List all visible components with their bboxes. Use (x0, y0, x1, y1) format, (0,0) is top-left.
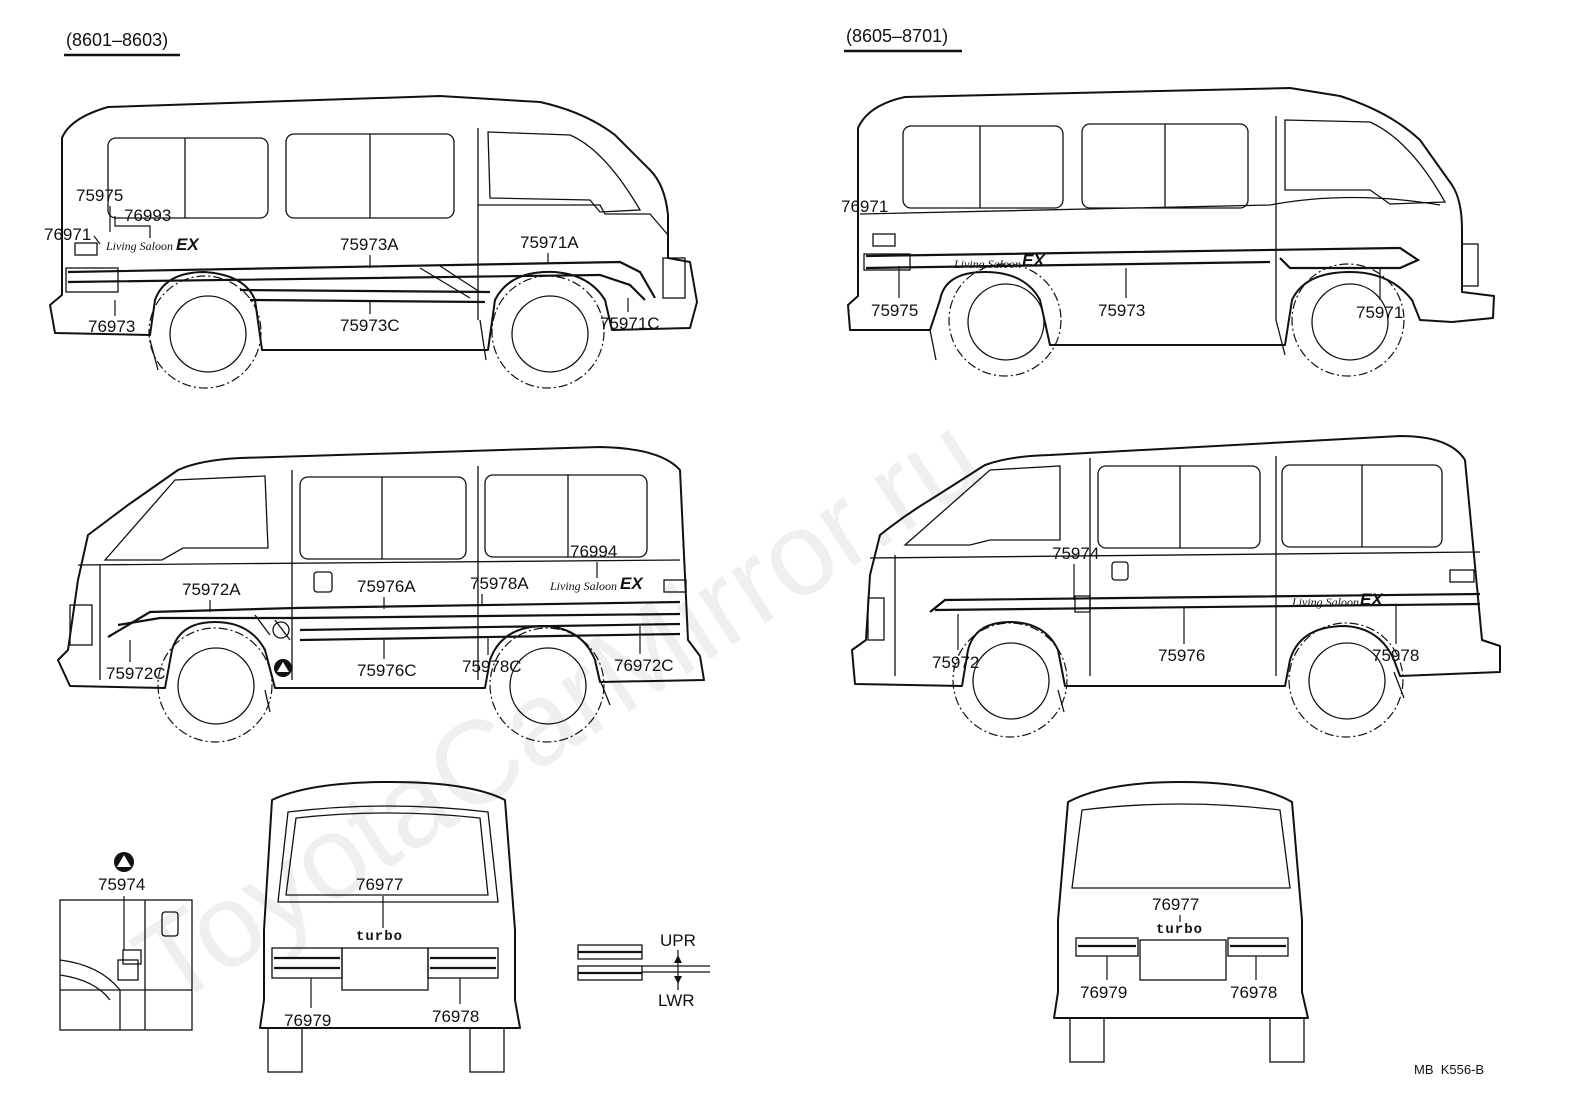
van-d-right-side: Living Saloon EX (851, 435, 1501, 738)
header-left-text: (8601–8603) (66, 30, 168, 50)
callout-76971: 76971 (44, 225, 91, 244)
callout-75978C: 75978C (462, 657, 522, 676)
callout-75976A: 75976A (357, 577, 416, 596)
legend-upr: UPR (660, 931, 696, 950)
callout-76979-rr: 76979 (1080, 983, 1127, 1002)
callout-75973C: 75973C (340, 316, 400, 335)
van-b-callouts: 76971 75975 75973 75971 (841, 197, 1403, 322)
van-b-brand-script: Living Saloon (953, 257, 1021, 271)
callout-75973-b: 75973 (1098, 301, 1145, 320)
van-b-left-side: Living Saloon EX (847, 87, 1495, 377)
callout-76978-rl: 76978 (432, 1007, 479, 1026)
callout-75976C: 75976C (357, 661, 417, 680)
callout-76973: 76973 (88, 317, 135, 336)
callout-75972A: 75972A (182, 580, 241, 599)
callout-75976-d: 75976 (1158, 646, 1205, 665)
van-b-brand-suffix: EX (1022, 251, 1046, 270)
header-right-text: (8605–8701) (846, 26, 948, 46)
van-c-right-side: Living Saloon EX (57, 446, 705, 743)
callout-76993: 76993 (124, 206, 171, 225)
rear-view-left: turbo (259, 781, 521, 1073)
callout-76972C: 76972C (614, 656, 674, 675)
van-c-brand-suffix: EX (620, 574, 644, 593)
callout-75971-b: 75971 (1356, 303, 1403, 322)
rear-right-badge: turbo (1156, 922, 1203, 938)
callout-75978-d: 75978 (1372, 646, 1419, 665)
van-c-callouts: 75972A 75976A 75978A 76994 75972C 75976C… (106, 542, 674, 683)
callout-75971C: 75971C (600, 314, 660, 333)
van-d-brand-suffix: EX (1360, 590, 1384, 609)
callout-76977-rl: 76977 (356, 875, 403, 894)
rear-right-callouts: 76977 76979 76978 (1080, 895, 1277, 1002)
van-c-brand-script: Living Saloon (549, 579, 617, 593)
detail-label-75974: 75974 (98, 875, 145, 894)
callout-76994: 76994 (570, 542, 617, 561)
callout-75978A: 75978A (470, 574, 529, 593)
callout-76971-b: 76971 (841, 197, 888, 216)
callout-76977-rr: 76977 (1152, 895, 1199, 914)
van-a-brand-script: Living Saloon (105, 239, 173, 253)
van-a-callouts: 75975 76993 76971 75973A 75971A 76973 75… (44, 186, 660, 336)
van-d-callouts: 75974 75972 75976 75978 (932, 544, 1419, 672)
rear-view-right: turbo (1053, 781, 1309, 1063)
van-d-brand-script: Living Saloon (1291, 595, 1359, 609)
header-right: (8605–8701) (844, 26, 962, 53)
van-a-brand-suffix: EX (176, 235, 200, 254)
rear-left-callouts: 76977 76979 76978 (284, 875, 479, 1030)
callout-75972C: 75972C (106, 664, 166, 683)
triangle-marker-detail (114, 852, 134, 872)
callout-75972-d: 75972 (932, 653, 979, 672)
detail-75974: 75974 (59, 852, 193, 1031)
callout-75975: 75975 (76, 186, 123, 205)
triangle-marker-c (274, 659, 292, 677)
stripe-legend: UPR LWR (577, 931, 710, 1010)
callout-76979-rl: 76979 (284, 1011, 331, 1030)
footer-code: MB K556-B (1414, 1062, 1484, 1077)
callout-75973A: 75973A (340, 235, 399, 254)
header-left: (8601–8603) (64, 30, 180, 57)
callout-75975-b: 75975 (871, 301, 918, 320)
van-a-left-side: Living Saloon EX (49, 95, 698, 389)
legend-lwr: LWR (658, 991, 695, 1010)
callout-75974-d: 75974 (1052, 544, 1099, 563)
callout-76978-rr: 76978 (1230, 983, 1277, 1002)
rear-left-badge: turbo (356, 929, 403, 945)
callout-75971A: 75971A (520, 233, 579, 252)
